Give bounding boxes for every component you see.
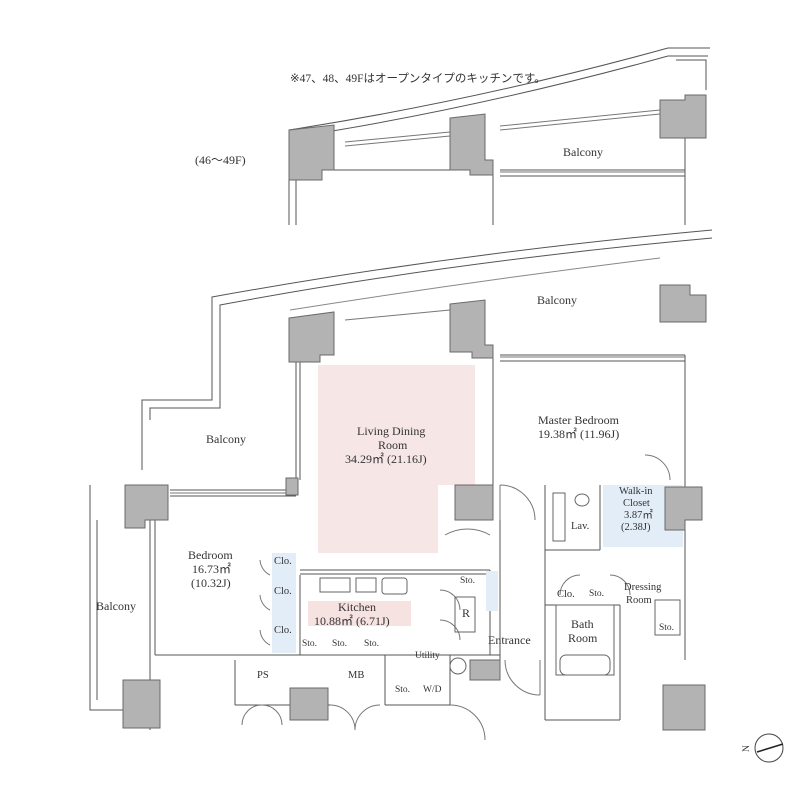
room-outlines — [89, 354, 686, 730]
storage-label-3: Sto. — [332, 639, 348, 649]
storage-label-1: Sto. — [460, 576, 476, 586]
walkin-area-1: 3.87㎡ — [624, 510, 653, 521]
kitchen-area: 10.88㎡ (6.71J) — [314, 614, 390, 628]
entrance-label: Entrance — [488, 633, 531, 647]
walkin-area-2: (2.38J) — [621, 522, 651, 533]
closet-label-1: Clo. — [274, 556, 292, 567]
balcony-top-label: Balcony — [537, 293, 577, 307]
mb-label: MB — [348, 670, 365, 681]
ps-label: PS — [257, 670, 269, 681]
storage-label-6: Sto. — [659, 623, 675, 633]
closet-label-3: Clo. — [274, 625, 292, 636]
storage-label-5: Sto. — [589, 589, 605, 599]
living-room-fill — [318, 365, 475, 485]
fixtures — [319, 492, 681, 676]
floor-range: (46～49F) — [195, 153, 246, 167]
closet-fill — [272, 553, 296, 653]
master-name: Master Bedroom — [538, 413, 619, 427]
living-area: 34.29㎡ (21.16J) — [345, 452, 427, 466]
bath-name-1: Bath — [571, 617, 594, 631]
upper-balcony-label: Balcony — [563, 145, 603, 159]
closet-label-4: Clo. — [557, 589, 575, 600]
wall-columns — [122, 94, 707, 731]
dressing-name-2: Room — [626, 595, 652, 606]
closet-label-2: Clo. — [274, 586, 292, 597]
walkin-name-2: Closet — [623, 498, 650, 509]
master-area: 19.38㎡ (11.96J) — [538, 427, 620, 441]
main-windows — [170, 309, 685, 494]
living-room-fill-lower — [318, 485, 438, 553]
compass-north-letter: N — [741, 745, 752, 752]
balcony-west-label: Balcony — [96, 599, 136, 613]
dressing-name-1: Dressing — [624, 582, 662, 593]
living-name-2: Room — [378, 438, 408, 452]
kitchen-name: Kitchen — [338, 600, 376, 614]
bedroom-area-2: (10.32J) — [191, 576, 231, 590]
upper-plan-windows — [344, 109, 685, 173]
storage-fill — [486, 571, 498, 611]
bath-name-2: Room — [568, 631, 598, 645]
bedroom-area-1: 16.73㎡ — [192, 562, 232, 576]
bedroom-name: Bedroom — [188, 548, 233, 562]
balcony-left-label: Balcony — [206, 432, 246, 446]
north-compass — [754, 733, 784, 763]
storage-label-2: Sto. — [302, 639, 318, 649]
kitchen-note: ※47、48、49Fはオープンタイプのキッチンです。 — [290, 73, 546, 85]
kitchen-fill — [308, 601, 411, 626]
storage-label-4: Sto. — [364, 639, 380, 649]
refrigerator-label: R — [462, 606, 471, 620]
utility-label: Utility — [415, 651, 440, 661]
main-outer-curve — [141, 229, 713, 470]
walkin-name-1: Walk-in — [619, 486, 653, 497]
storage-label-7: Sto. — [395, 685, 411, 695]
living-name-1: Living Dining — [357, 424, 426, 438]
washer-dryer-label: W/D — [423, 685, 442, 695]
lav-label: Lav. — [571, 521, 590, 532]
door-swings — [241, 454, 671, 741]
